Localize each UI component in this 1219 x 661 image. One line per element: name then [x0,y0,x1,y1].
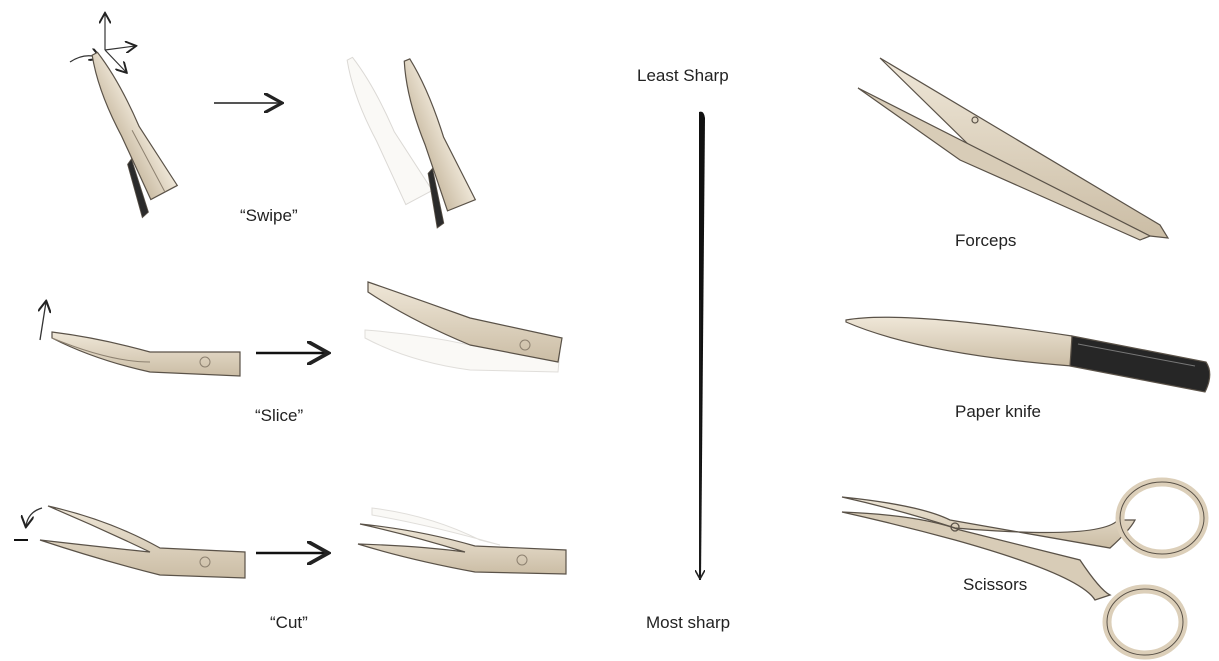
scissors-cut-start [40,506,245,578]
slice-motion-arrow-icon [40,302,46,340]
scissors-slice-start [52,332,240,376]
cut-motion-arrow-icon [26,508,42,526]
cut-label: “Cut” [270,613,308,633]
swipe-label: “Swipe” [240,206,298,226]
slice-label: “Slice” [255,406,303,426]
forceps-illustration [858,58,1168,240]
paper-knife-label: Paper knife [955,402,1041,422]
scissors-label: Scissors [963,575,1027,595]
axis-indicator [105,14,135,72]
scissors-swipe-start [64,49,183,218]
paper-knife-illustration [846,317,1210,392]
most-sharp-label: Most sharp [646,613,730,633]
forceps-label: Forceps [955,231,1016,251]
scissors-illustration [842,482,1204,655]
least-sharp-label: Least Sharp [637,66,729,86]
